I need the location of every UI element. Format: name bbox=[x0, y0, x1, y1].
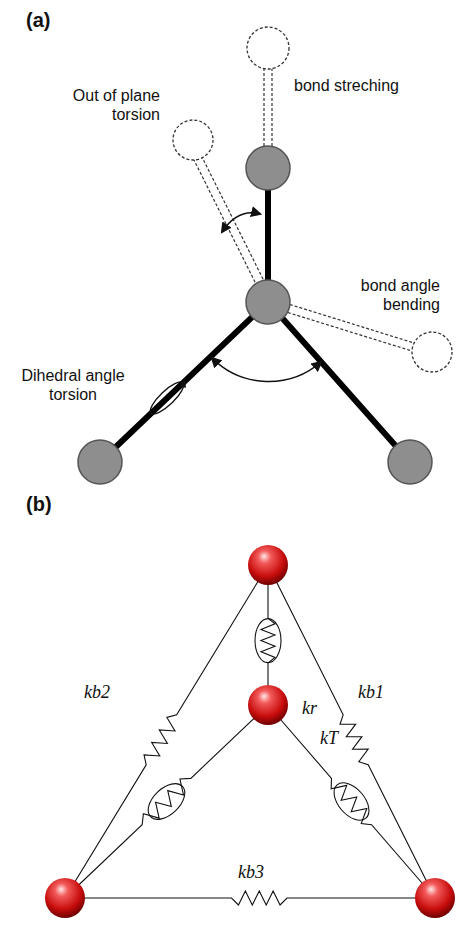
torsion-spring-loop bbox=[142, 777, 192, 826]
dihedral-ring bbox=[146, 378, 188, 418]
angle-arrow bbox=[212, 358, 321, 382]
panel-letter: (a) bbox=[24, 8, 52, 32]
ghost-atom bbox=[412, 332, 452, 372]
spring-constant: kb2 bbox=[82, 682, 112, 704]
spring bbox=[268, 565, 435, 898]
torsion-spring-loop bbox=[327, 776, 375, 826]
ghost-atom bbox=[173, 120, 213, 160]
panel-letter: (b) bbox=[24, 492, 54, 516]
spring bbox=[65, 891, 435, 905]
red-atom bbox=[45, 878, 85, 918]
stretch-ghost-bond bbox=[264, 68, 272, 146]
torsion-spring-loop bbox=[255, 619, 281, 663]
ghost-atom bbox=[247, 27, 289, 69]
panel-b-springs bbox=[65, 565, 435, 905]
spring bbox=[268, 705, 435, 898]
annotation: bond streching bbox=[292, 76, 401, 95]
spring-constant: kb3 bbox=[236, 862, 266, 884]
red-atom bbox=[248, 685, 288, 725]
atoms bbox=[78, 146, 432, 484]
spring-constant: kr bbox=[300, 698, 319, 720]
spring bbox=[65, 705, 268, 898]
red-atom bbox=[248, 545, 288, 585]
spring-constant: kT bbox=[318, 728, 340, 750]
annotation: Out of plane torsion bbox=[40, 86, 162, 124]
annotation: bond angle bending bbox=[334, 276, 442, 314]
annotation: Dihedral angle torsion bbox=[10, 366, 136, 404]
bonds bbox=[100, 168, 410, 462]
red-atom bbox=[415, 878, 455, 918]
spring bbox=[261, 565, 275, 705]
dihedral-arrowhead bbox=[180, 379, 186, 388]
panel-b-atoms bbox=[45, 545, 455, 918]
torsion-arrow bbox=[222, 213, 260, 232]
spring bbox=[65, 565, 268, 898]
spring-constant: kb1 bbox=[356, 682, 386, 704]
